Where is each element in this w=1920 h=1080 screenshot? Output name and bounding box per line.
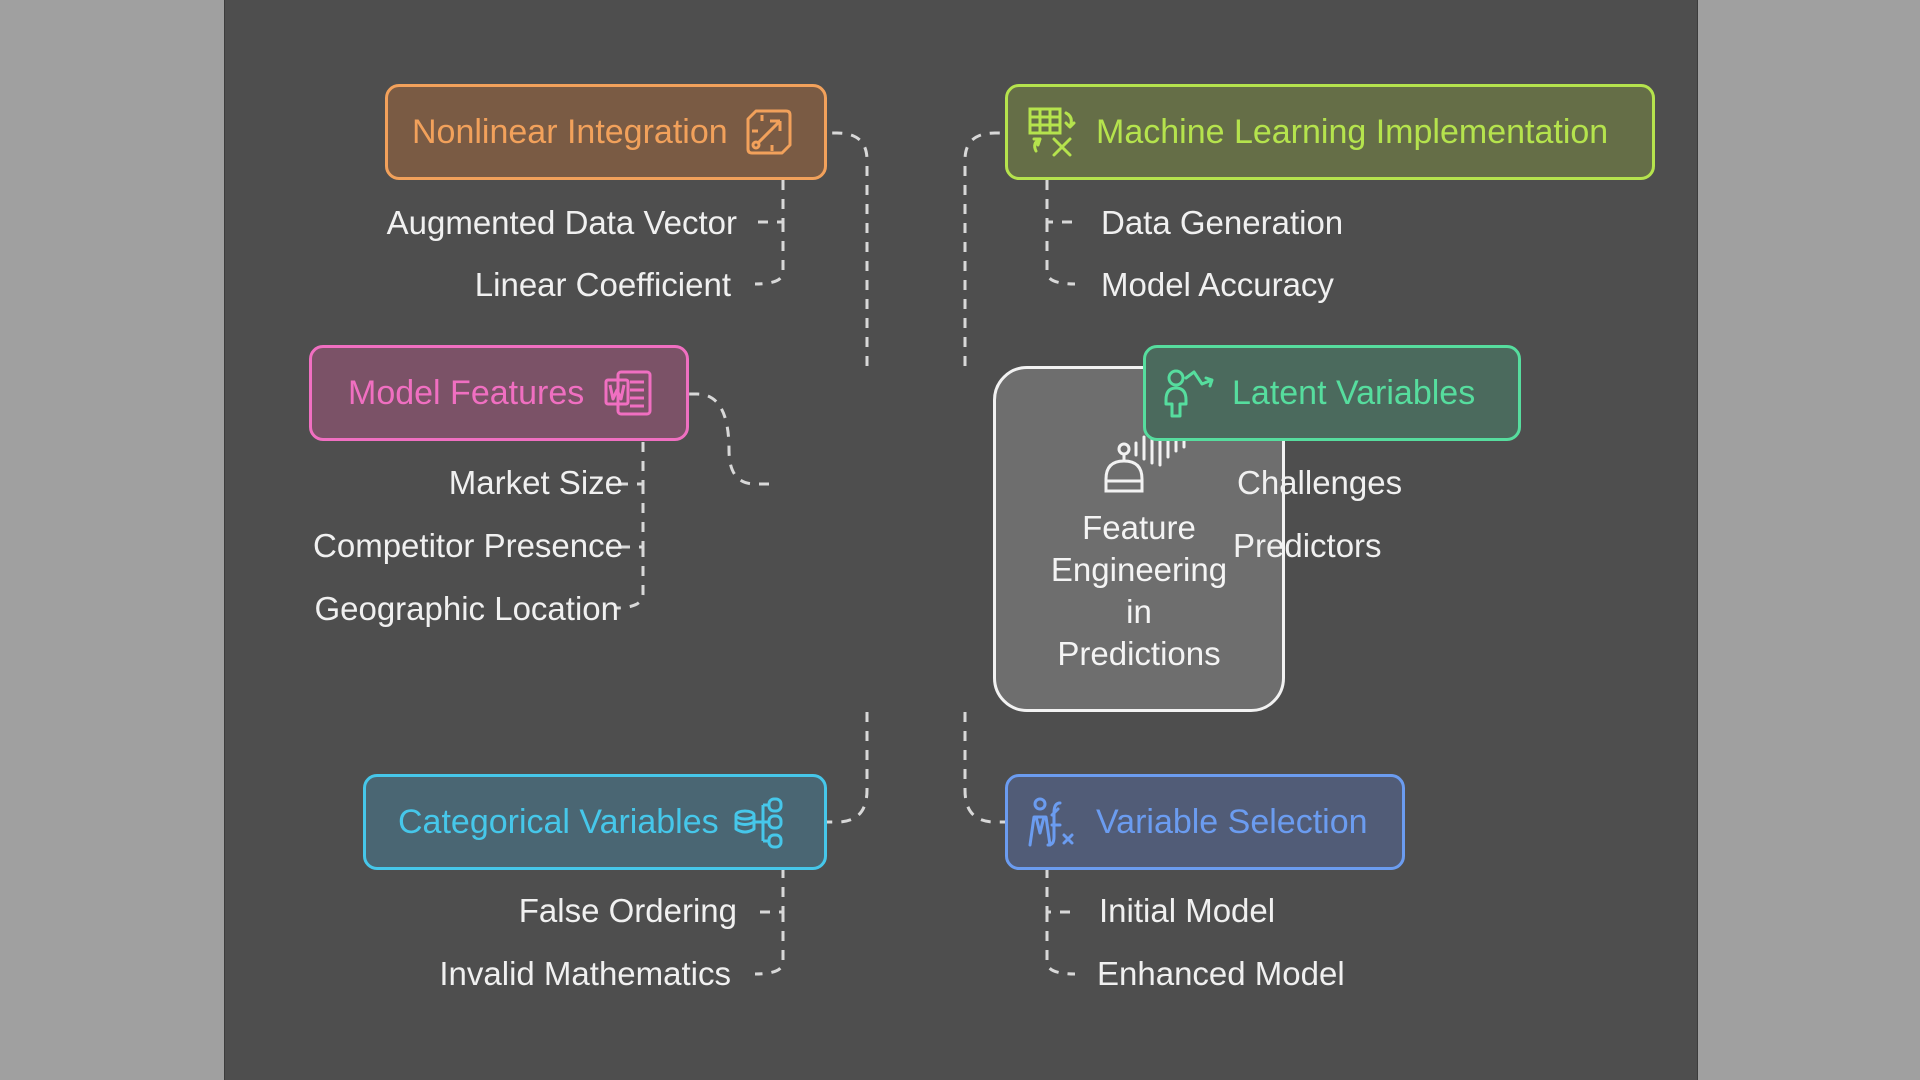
person-trend-icon [1162,366,1216,420]
center-title: Feature Engineering in Predictions [1050,509,1228,672]
sub-item-invalid-mathematics: Invalid Mathematics [439,955,731,992]
topic-label: Model Features [348,373,585,412]
sub-item-enhanced-model: Enhanced Model [1097,955,1345,992]
topic-model-features: Model Features [309,345,689,441]
topic-categorical-variables: Categorical Variables [363,774,827,870]
sub-item-competitor-presence: Competitor Presence [313,527,623,564]
connector-selection [963,712,1005,824]
connector-nonlinear [825,131,869,366]
topic-machine-learning-implementation: Machine Learning Implementation [1005,84,1655,180]
sub-item-false-ordering: False Ordering [518,892,737,929]
topic-label: Latent Variables [1232,373,1476,412]
topic-label: Categorical Variables [398,802,719,841]
sub-item-model-accuracy: Model Accuracy [1101,266,1334,303]
sub-item-challenges: Challenges [1237,464,1403,501]
sub-item-predictors: Predictors [1233,527,1382,564]
topic-label: Variable Selection [1096,802,1368,841]
word-document-icon [602,366,656,420]
topic-label: Nonlinear Integration [412,112,728,151]
sub-item-market-size: Market Size [448,464,623,501]
connector-features [689,392,769,486]
connector-ml [963,131,1005,366]
sub-item-initial-model: Initial Model [1099,892,1276,929]
topic-nonlinear-integration: Nonlinear Integration [385,84,827,180]
topic-variable-selection: Variable Selection [1005,774,1405,870]
sub-item-geographic-location: Geographic Location [314,590,619,627]
sub-item-linear-coefficient: Linear Coefficient [474,266,731,303]
connector-ml-items [1045,180,1077,286]
diagram-canvas: Feature Engineering in Predictions Nonli… [224,0,1698,1080]
connector-categorical-items [753,868,785,976]
puzzle-chip-icon [742,105,796,159]
connector-nonlinear-items [753,180,785,286]
connector-categorical [825,712,869,824]
connector-features-items [613,442,645,610]
topic-latent-variables: Latent Variables [1143,345,1521,441]
people-function-icon [1026,795,1080,849]
sub-item-augmented-data-vector: Augmented Data Vector [386,204,737,241]
connector-selection-items [1045,868,1077,976]
topic-label: Machine Learning Implementation [1096,112,1609,151]
spreadsheet-function-icon [1026,105,1080,159]
database-tree-icon [733,795,787,849]
sub-item-data-generation: Data Generation [1101,204,1344,241]
